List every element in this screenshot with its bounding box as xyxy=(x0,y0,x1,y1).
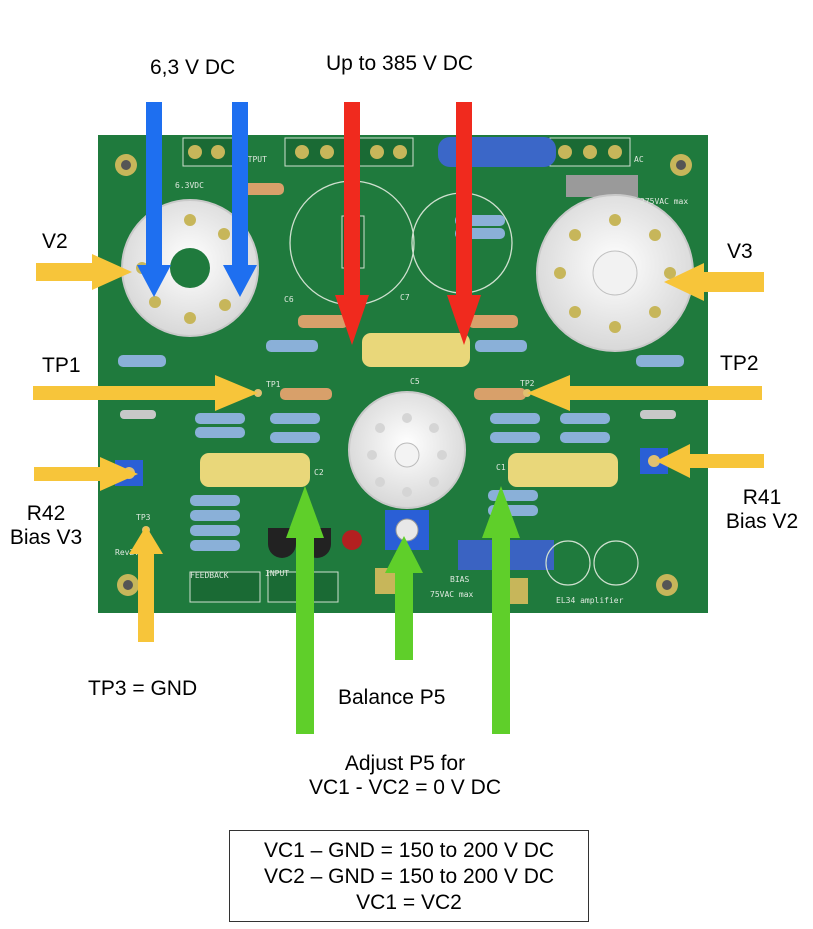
label-r42-line2: Bias V3 xyxy=(9,526,83,549)
silk-tp2: TP2 xyxy=(520,379,535,388)
arrow-hv-left xyxy=(335,102,369,345)
tube-socket-v3 xyxy=(536,194,694,352)
silk-ac: AC xyxy=(634,155,644,164)
info-line-vc1: VC1 – GND = 150 to 200 V DC xyxy=(263,839,555,862)
label-high-voltage: Up to 385 V DC xyxy=(326,52,474,75)
label-tp1: TP1 xyxy=(42,354,81,377)
silk-revision: Rev2.0 xyxy=(115,548,144,557)
silk-c7: C7 xyxy=(400,293,410,302)
arrow-v3 xyxy=(664,263,764,301)
label-r41-line1: R41 xyxy=(742,486,782,509)
silk-input: INPUT xyxy=(265,569,289,578)
silk-ac-rating: 275VAC max xyxy=(640,197,688,206)
tube-socket-center xyxy=(348,391,466,509)
annotation-arrows xyxy=(33,102,764,734)
relay xyxy=(566,175,638,197)
label-adjust: Adjust P5 for VC1 - VC2 = 0 V DC xyxy=(270,752,540,800)
arrow-r41 xyxy=(656,444,764,478)
led xyxy=(342,530,362,550)
voltage-info-box: VC1 – GND = 150 to 200 V DC VC2 – GND = … xyxy=(229,830,589,922)
capacitor-c5 xyxy=(362,333,470,367)
label-balance-p5: Balance P5 xyxy=(338,686,446,709)
silk-c1: C1 xyxy=(496,463,506,472)
silk-c2: C2 xyxy=(314,468,324,477)
potentiometer-p5 xyxy=(385,510,429,550)
label-v3: V3 xyxy=(727,240,753,263)
label-r41: R41 Bias V2 xyxy=(712,486,812,534)
label-tp3-gnd: TP3 = GND xyxy=(88,677,198,700)
pcb-silkscreen: OUTPUT 6.3VDC AC 275VAC max C5 C6 C7 C2 … xyxy=(115,155,688,605)
silk-heater: 6.3VDC xyxy=(175,181,204,190)
silk-tp3: TP3 xyxy=(136,513,151,522)
label-r42: R42 Bias V3 xyxy=(0,502,92,550)
silk-c6: C6 xyxy=(284,295,294,304)
label-r42-line1: R42 xyxy=(26,502,66,525)
info-line-equal: VC1 = VC2 xyxy=(356,891,462,914)
power-resistor xyxy=(438,137,556,167)
label-r41-line2: Bias V2 xyxy=(725,510,799,533)
capacitor-c1 xyxy=(508,453,618,487)
resistors xyxy=(118,183,684,551)
silk-title: EL34 amplifier xyxy=(556,596,624,605)
info-line-vc2: VC2 – GND = 150 to 200 V DC xyxy=(263,865,555,888)
arrow-hv-right xyxy=(447,102,481,345)
arrow-r42 xyxy=(34,457,138,491)
label-adjust-line1: Adjust P5 for xyxy=(344,752,466,775)
arrow-tp1 xyxy=(33,375,258,411)
arrow-vc2 xyxy=(286,486,324,734)
label-v2: V2 xyxy=(42,230,68,253)
arrow-vc1 xyxy=(482,486,520,734)
arrow-tp2 xyxy=(527,375,762,411)
arrow-heater-left xyxy=(137,102,171,297)
arrow-tp3 xyxy=(129,526,163,642)
arrow-v2 xyxy=(36,254,132,290)
pcb-board: OUTPUT 6.3VDC AC 275VAC max C5 C6 C7 C2 … xyxy=(98,135,708,613)
label-adjust-line2: VC1 - VC2 = 0 V DC xyxy=(309,776,501,799)
label-tp2: TP2 xyxy=(720,352,759,375)
capacitor-c2 xyxy=(200,453,310,487)
silk-bias-rating: 75VAC max xyxy=(430,590,474,599)
silk-tp1: TP1 xyxy=(266,380,281,389)
arrow-balance-p5 xyxy=(385,536,423,660)
label-heater-supply: 6,3 V DC xyxy=(150,56,236,79)
silk-bias: BIAS xyxy=(450,575,469,584)
silk-feedback: FEEDBACK xyxy=(190,571,229,580)
silk-c5: C5 xyxy=(410,377,420,386)
arrow-heater-right xyxy=(223,102,257,297)
silk-output: OUTPUT xyxy=(238,155,267,164)
